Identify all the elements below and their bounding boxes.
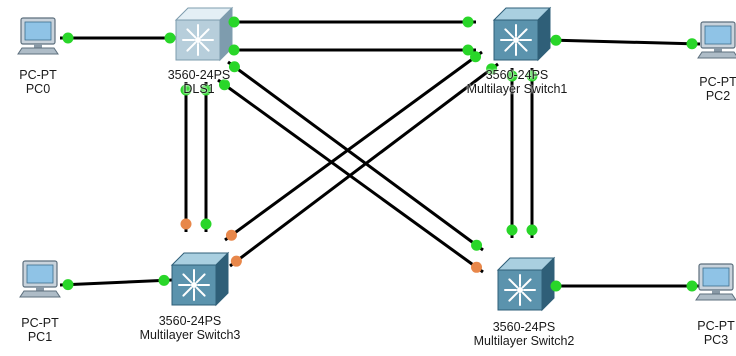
link-dls1-msw1-b-port-a <box>228 44 240 56</box>
pc1-icon[interactable] <box>19 260 61 298</box>
pc1-model: PC-PT <box>21 316 59 330</box>
pc2-model: PC-PT <box>699 75 736 89</box>
msw2-model: 3560-24PS <box>492 320 556 334</box>
link-dls1-msw1-a-port-b <box>462 16 474 28</box>
link-dls1-msw2-b-port-a <box>218 79 230 91</box>
msw1-name: Multilayer Switch1 <box>466 82 568 96</box>
link-msw2-pc3-port-b <box>686 280 698 292</box>
link-msw3-msw1-b-port-b <box>486 63 498 75</box>
link-pc1-msw3[interactable] <box>59 278 173 287</box>
pc2-name: PC2 <box>705 89 731 103</box>
msw1-switch-icon[interactable] <box>492 6 552 62</box>
pc3-model: PC-PT <box>697 319 735 333</box>
pc0-icon[interactable] <box>17 17 59 55</box>
pc0-name: PC0 <box>25 82 51 96</box>
link-msw3-msw1-b[interactable] <box>229 62 499 268</box>
dls1-switch-icon[interactable] <box>174 6 234 62</box>
link-msw3-msw1-a-port-a <box>225 229 237 241</box>
ports-layer <box>62 16 698 292</box>
msw3-model: 3560-24PS <box>158 314 222 328</box>
link-dls1-msw2-a[interactable] <box>227 60 484 252</box>
msw2-switch-icon[interactable] <box>496 256 556 312</box>
link-pc0-dls1-port-a <box>62 32 74 44</box>
dls1-name: DLS1 <box>183 82 215 96</box>
link-dls1-msw2-a-port-a <box>228 61 240 73</box>
msw3-switch-icon[interactable] <box>170 251 230 307</box>
pc1-name: PC1 <box>27 330 53 344</box>
pc2-icon[interactable] <box>697 21 736 59</box>
label-dls1: 3560-24PS DLS1 <box>168 68 231 96</box>
label-msw3: 3560-24PS Multilayer Switch3 <box>140 314 241 342</box>
link-msw1-pc2-port-a <box>550 34 562 46</box>
link-dls1-msw2-b-port-b <box>471 261 483 273</box>
link-pc1-msw3-port-a <box>62 279 74 291</box>
label-msw1: 3560-24PS Multilayer Switch1 <box>467 68 568 96</box>
link-msw1-pc2[interactable] <box>547 38 701 46</box>
devices-layer <box>17 6 736 312</box>
link-dls1-msw3-a-port-a <box>180 84 192 96</box>
link-msw1-msw2-a-port-b <box>506 224 518 236</box>
pc3-icon[interactable] <box>695 263 736 301</box>
link-msw1-msw2-b-port-b <box>526 224 538 236</box>
label-pc0: PC-PT PC0 <box>19 68 57 96</box>
links-layer <box>59 20 701 288</box>
label-pc3: PC-PT PC3 <box>697 319 735 347</box>
label-pc2: PC-PT PC2 <box>699 75 736 103</box>
pc0-model: PC-PT <box>19 68 57 82</box>
link-msw1-msw2-a-port-a <box>506 70 518 82</box>
label-pc1: PC-PT PC1 <box>21 316 59 344</box>
link-msw3-msw1-a[interactable] <box>224 50 483 242</box>
link-dls1-msw3-b-port-a <box>200 84 212 96</box>
msw2-name: Multilayer Switch2 <box>473 334 575 348</box>
link-dls1-msw1-b-port-b <box>462 44 474 56</box>
link-pc1-msw3-port-b <box>158 274 170 286</box>
link-msw2-pc3-port-a <box>550 280 562 292</box>
link-dls1-msw3-b-port-b <box>200 218 212 230</box>
link-msw1-msw2-b-port-a <box>526 70 538 82</box>
link-msw3-msw1-a-port-b <box>470 51 482 63</box>
link-dls1-msw3-a-port-b <box>180 218 192 230</box>
link-pc0-dls1-port-b <box>164 32 176 44</box>
pc3-name: PC3 <box>703 333 729 347</box>
link-dls1-msw2-a-port-b <box>471 239 483 251</box>
label-msw2: 3560-24PS Multilayer Switch2 <box>474 320 575 348</box>
link-msw3-msw1-b-port-a <box>230 255 242 267</box>
msw3-name: Multilayer Switch3 <box>139 328 241 342</box>
link-msw1-pc2-port-b <box>686 38 698 50</box>
dls1-model: 3560-24PS <box>167 68 231 82</box>
link-dls1-msw1-a-port-a <box>228 16 240 28</box>
msw1-model: 3560-24PS <box>485 68 549 82</box>
